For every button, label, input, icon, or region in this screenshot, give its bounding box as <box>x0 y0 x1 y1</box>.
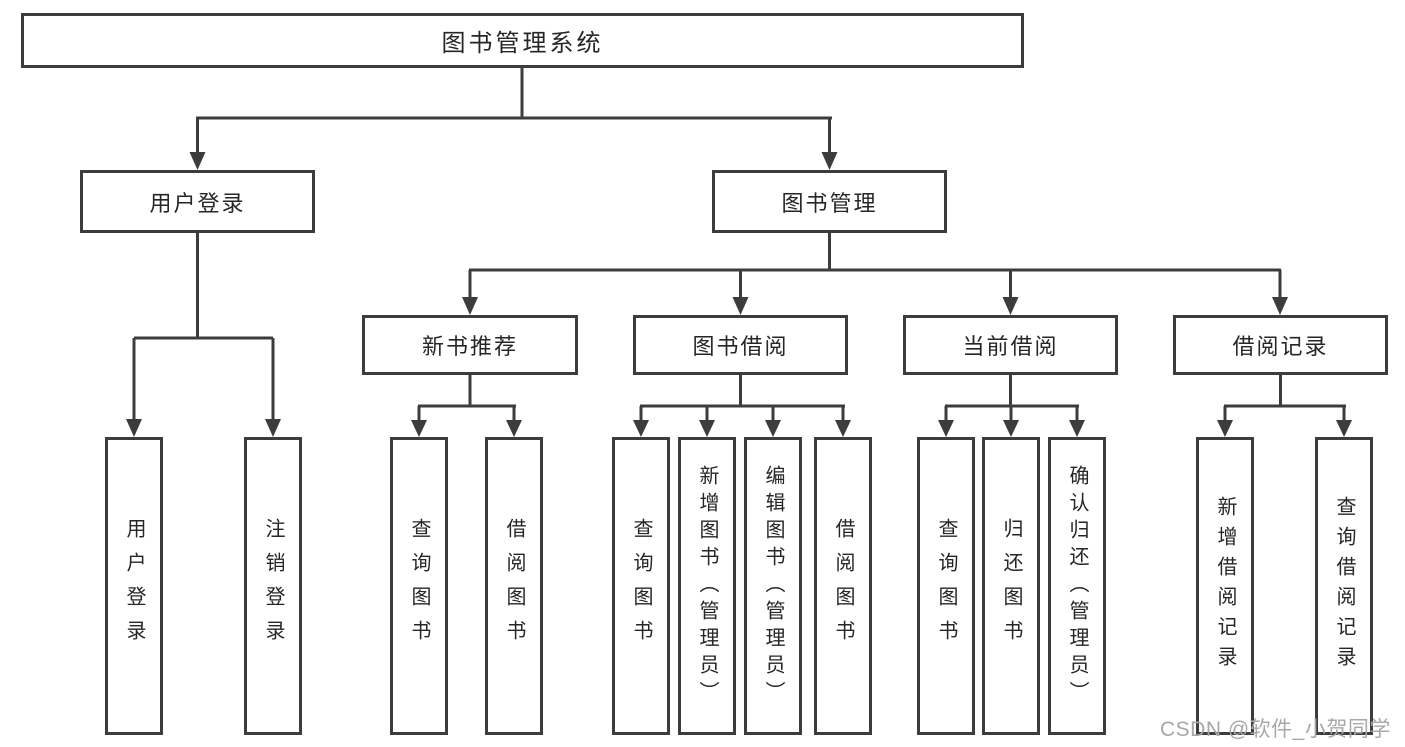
leaf-query-books-recommend: 查询图书 <box>390 437 448 735</box>
leaf-label: 借阅图书 <box>832 518 854 654</box>
node-book-management: 图书管理 <box>712 170 947 233</box>
arrow-down-icon <box>835 420 851 437</box>
leaf-add-book-admin: 新增图书（管理员） <box>678 437 736 735</box>
arrow-down-icon <box>1272 297 1288 315</box>
leaf-label: 查询图书 <box>630 518 652 654</box>
leaf-edit-book-admin: 编辑图书（管理员） <box>744 437 802 735</box>
leaf-label: 用户登录 <box>123 518 145 654</box>
leaf-return-book: 归还图书 <box>982 437 1040 735</box>
leaf-query-books-current: 查询图书 <box>917 437 975 735</box>
leaf-label: 查询图书 <box>935 518 957 654</box>
leaf-label: 归还图书 <box>1000 518 1022 654</box>
arrow-down-icon <box>821 152 838 170</box>
leaf-label: 新增图书（管理员） <box>696 464 718 708</box>
csdn-watermark: CSDN @软件_小贺同学 <box>1160 718 1391 741</box>
connector-user-login-to-leaves <box>132 233 275 421</box>
arrow-down-icon <box>1003 420 1019 437</box>
arrow-down-icon <box>462 297 478 315</box>
node-library-management-system: 图书管理系统 <box>21 13 1024 68</box>
leaf-label: 新增借阅记录 <box>1214 496 1236 676</box>
arrow-down-icon <box>411 420 427 437</box>
arrow-down-icon <box>699 420 715 437</box>
leaf-label: 确认归还（管理员） <box>1066 464 1088 708</box>
node-current-borrowing: 当前借阅 <box>903 315 1118 375</box>
leaf-label: 编辑图书（管理员） <box>762 464 784 708</box>
connector-root-to-level2 <box>196 68 832 154</box>
leaf-query-books-borrowing: 查询图书 <box>612 437 670 735</box>
leaf-logout: 注销登录 <box>244 437 302 735</box>
connector-borrowing-to-leaves <box>639 375 845 421</box>
arrow-down-icon <box>1069 420 1085 437</box>
arrow-down-icon <box>765 420 781 437</box>
leaf-query-borrow-record: 查询借阅记录 <box>1315 437 1373 735</box>
arrow-down-icon <box>1336 420 1352 437</box>
leaf-label: 借阅图书 <box>503 518 525 654</box>
connector-book-mgmt-to-level3 <box>468 233 1282 299</box>
node-user-login: 用户登录 <box>80 170 315 233</box>
arrow-down-icon <box>938 420 954 437</box>
leaf-borrow-books-recommend: 借阅图书 <box>485 437 543 735</box>
node-book-borrowing: 图书借阅 <box>633 315 848 375</box>
connector-recommend-to-leaves <box>417 375 516 421</box>
arrow-down-icon <box>1217 420 1233 437</box>
arrow-down-icon <box>265 419 281 437</box>
leaf-add-borrow-record: 新增借阅记录 <box>1196 437 1254 735</box>
leaf-user-login: 用户登录 <box>105 437 163 735</box>
arrow-down-icon <box>506 420 522 437</box>
node-borrowing-records: 借阅记录 <box>1173 315 1388 375</box>
arrow-down-icon <box>189 152 206 170</box>
arrow-down-icon <box>1002 297 1019 315</box>
leaf-borrow-books-borrowing: 借阅图书 <box>814 437 872 735</box>
arrow-down-icon <box>732 297 749 315</box>
arrow-down-icon <box>633 420 649 437</box>
leaf-confirm-return-admin: 确认归还（管理员） <box>1048 437 1106 735</box>
leaf-label: 注销登录 <box>262 518 284 654</box>
arrow-down-icon <box>126 419 142 437</box>
leaf-label: 查询图书 <box>408 518 430 654</box>
connector-current-to-leaves <box>944 375 1079 421</box>
leaf-label: 查询借阅记录 <box>1333 496 1355 676</box>
connector-records-to-leaves <box>1223 375 1346 421</box>
node-new-book-recommend: 新书推荐 <box>362 315 578 375</box>
